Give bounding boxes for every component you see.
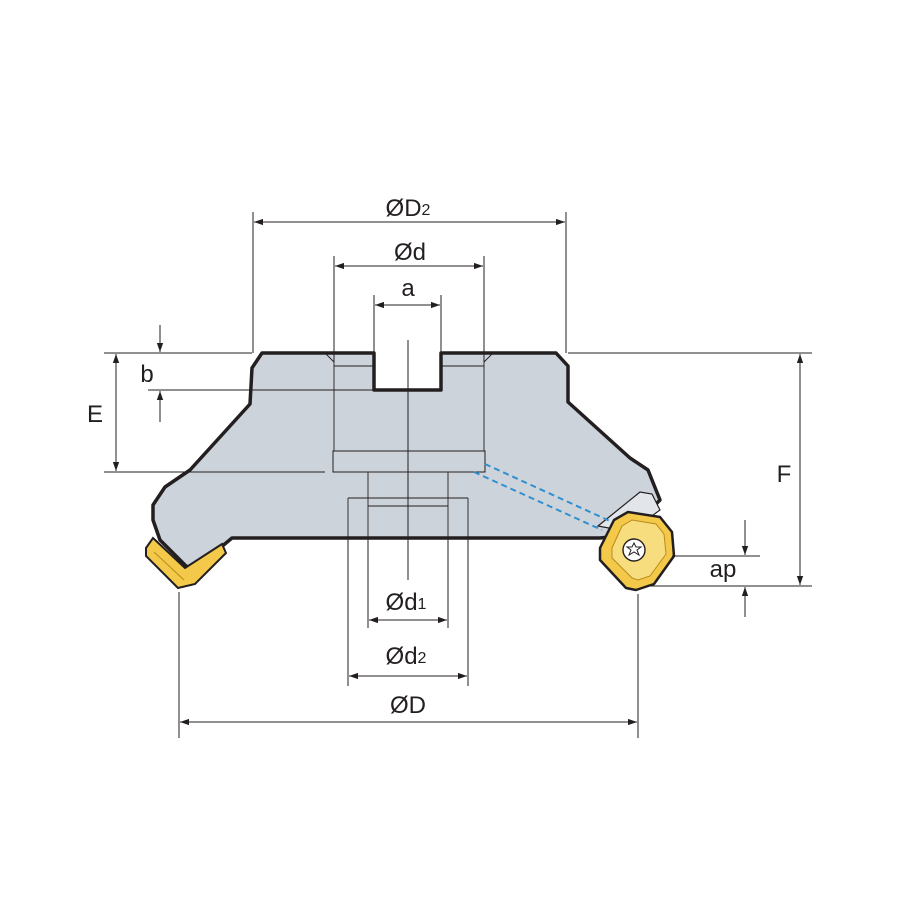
label-E: E: [87, 401, 103, 428]
label-D: ØD: [390, 692, 426, 719]
inner-lines: [324, 352, 494, 538]
label-d: Ød: [394, 239, 426, 266]
label-F: F: [777, 461, 792, 488]
label-b: b: [140, 361, 153, 388]
label-a: a: [401, 275, 415, 302]
right-insert: [598, 510, 676, 592]
coolant-channel: [473, 463, 613, 531]
label-ap: ap: [710, 556, 737, 583]
label-d2: Ød2: [386, 643, 427, 670]
extension-lines: [104, 212, 812, 738]
left-insert: [145, 536, 228, 590]
dimension-lines: [112, 218, 804, 726]
label-d1: Ød1: [386, 589, 427, 616]
label-D2: ØD2: [386, 195, 431, 222]
